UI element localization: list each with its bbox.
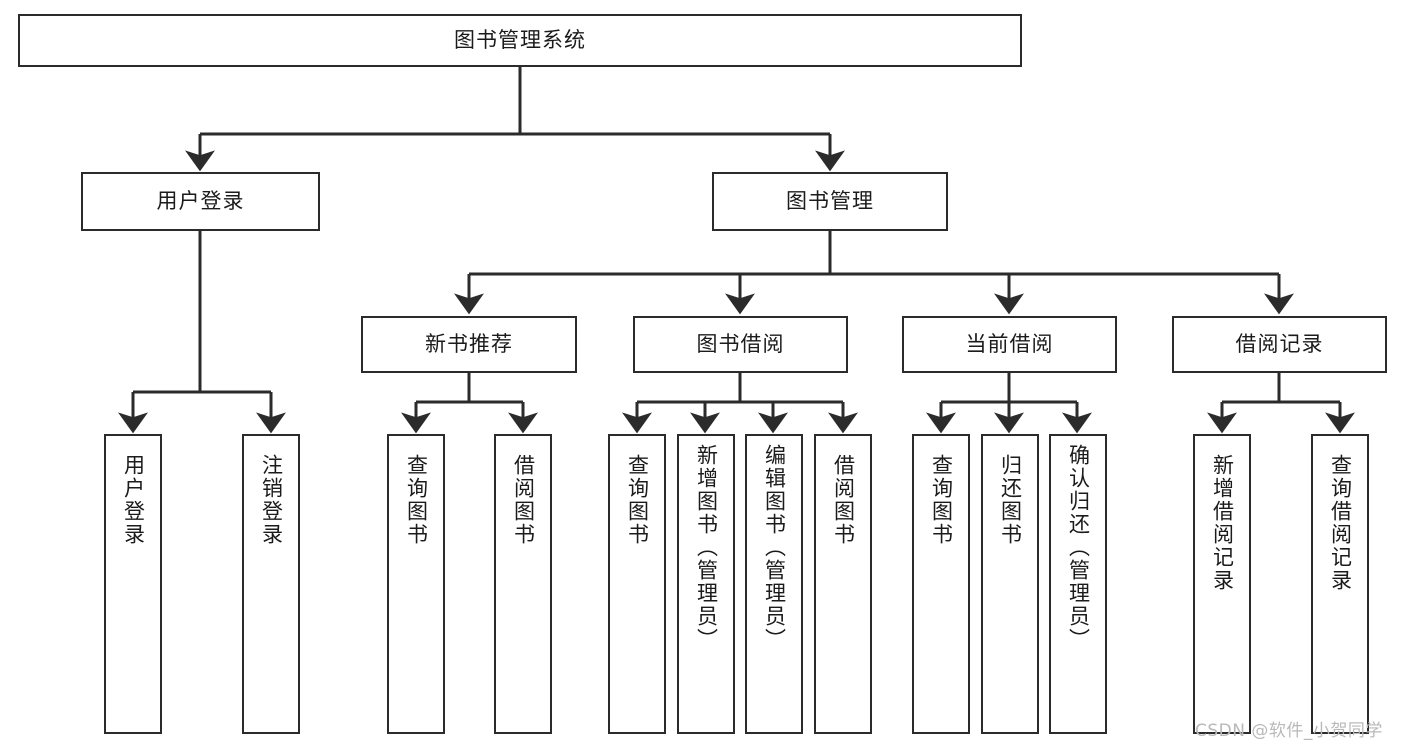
node-leaf-query-borrow-record[interactable]: 查询借阅记录 — [1311, 434, 1369, 734]
node-user-login[interactable]: 用户登录 — [81, 172, 320, 231]
node-leaf-edit-book-admin[interactable]: 编辑图书（管理员） — [745, 434, 803, 734]
node-leaf-confirm-return-admin[interactable]: 确认归还（管理员） — [1049, 434, 1107, 734]
node-label: 当前借阅 — [965, 332, 1054, 357]
node-leaf-query-book-current[interactable]: 查询图书 — [912, 434, 970, 734]
node-leaf-add-book-admin[interactable]: 新增图书（管理员） — [677, 434, 735, 734]
node-leaf-borrow-book-recommend[interactable]: 借阅图书 — [494, 434, 552, 734]
node-leaf-return-book[interactable]: 归还图书 — [981, 434, 1039, 734]
node-label: 借阅图书 — [511, 454, 536, 546]
node-label: 查询借阅记录 — [1328, 454, 1353, 592]
node-label: 查询图书 — [929, 454, 954, 546]
node-label: 借阅图书 — [831, 454, 856, 546]
node-leaf-user-login[interactable]: 用户登录 — [104, 434, 162, 734]
node-book-management[interactable]: 图书管理 — [712, 172, 948, 231]
node-label: 借阅记录 — [1235, 332, 1324, 357]
node-label: 查询图书 — [625, 454, 650, 546]
node-leaf-logout[interactable]: 注销登录 — [242, 434, 300, 734]
node-root-library-system[interactable]: 图书管理系统 — [18, 14, 1022, 67]
node-label: 查询图书 — [404, 454, 429, 546]
node-label: 图书管理 — [786, 189, 874, 214]
node-label: 新增借阅记录 — [1210, 454, 1235, 592]
node-leaf-query-book-borrow[interactable]: 查询图书 — [608, 434, 666, 734]
node-label: 注销登录 — [259, 454, 284, 546]
node-label: 图书借阅 — [696, 332, 785, 357]
node-leaf-add-borrow-record[interactable]: 新增借阅记录 — [1193, 434, 1251, 734]
csdn-watermark: CSDN @软件_小贺同学 — [1195, 721, 1383, 741]
node-label: 用户登录 — [121, 454, 146, 546]
node-label: 归还图书 — [998, 454, 1023, 546]
node-leaf-query-book-recommend[interactable]: 查询图书 — [387, 434, 445, 734]
node-label: 编辑图书（管理员） — [762, 444, 787, 651]
node-borrow-records[interactable]: 借阅记录 — [1172, 316, 1387, 373]
node-label: 用户登录 — [156, 189, 245, 214]
node-book-borrow[interactable]: 图书借阅 — [633, 316, 848, 373]
node-label: 图书管理系统 — [454, 28, 586, 53]
node-new-book-recommend[interactable]: 新书推荐 — [361, 316, 577, 373]
node-label: 确认归还（管理员） — [1066, 444, 1091, 651]
node-current-borrow[interactable]: 当前借阅 — [902, 316, 1117, 373]
node-label: 新增图书（管理员） — [694, 444, 719, 651]
node-leaf-borrow-book[interactable]: 借阅图书 — [814, 434, 872, 734]
node-label: 新书推荐 — [425, 332, 513, 357]
